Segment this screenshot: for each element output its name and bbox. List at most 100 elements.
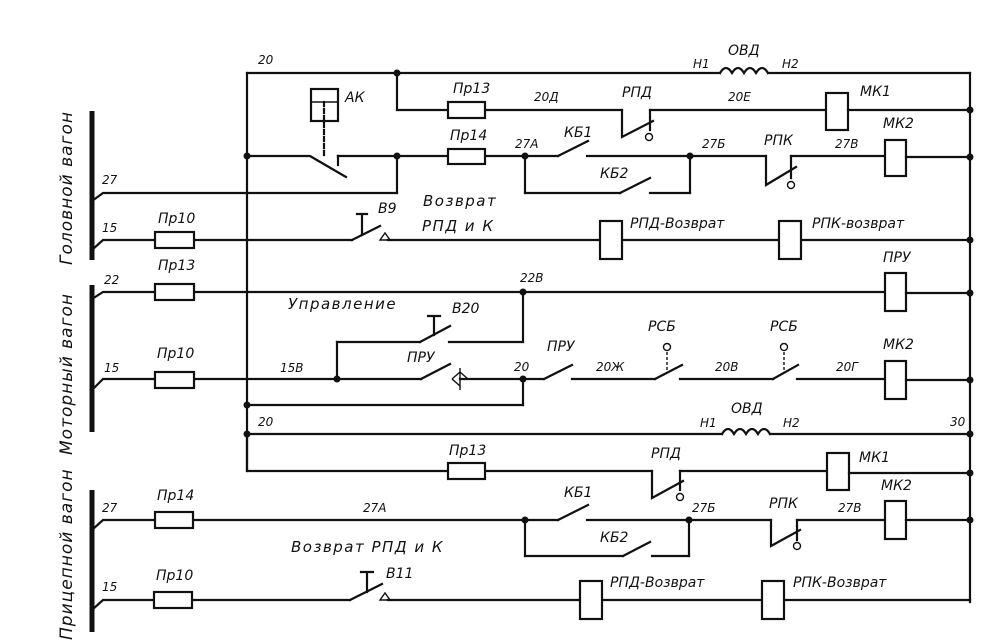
coil-rpd-return-head (598, 219, 624, 261)
coil-label-mk1-head: МК1 (860, 84, 891, 100)
coil-terminal-h1-head: Н1 (693, 57, 710, 71)
contact-rpk-trailer-indicator (792, 541, 802, 551)
coil-terminal-h1-motor: Н1 (700, 416, 717, 430)
fuse-label-pr10-motor: Пр10 (157, 346, 194, 362)
coil-mk2-motor (883, 359, 908, 401)
ovd-coil-motor (720, 427, 772, 437)
contact-pru-b (542, 363, 574, 381)
junction-dot (966, 430, 974, 438)
contact-rpd-head (620, 108, 655, 139)
fuse-pr13-motor (153, 282, 196, 302)
button-v9-plunger (355, 212, 369, 236)
ak-label: АК (344, 90, 366, 106)
wire-label-27b-head: 27Б (702, 137, 726, 151)
contact-rpk-trailer (769, 518, 802, 548)
wire-label-20v: 20В (715, 360, 739, 374)
fuse-label-pr13-head: Пр13 (453, 81, 490, 97)
wire-label-15-motor: 15 (104, 361, 119, 375)
coil-label-mk2-motor: МК2 (883, 337, 914, 353)
button-v9-contact (350, 224, 382, 242)
button-v20-plunger (426, 314, 442, 337)
note-return-head-line1: Возврат (423, 192, 497, 210)
junction-dot (966, 516, 974, 524)
wire-label-27a-trailer: 27А (363, 501, 386, 515)
button-v11-terminal (378, 591, 392, 601)
contact-label-rpd-head: РПД (622, 85, 652, 101)
wire-27-trailer (90, 518, 560, 532)
wire-label-20d: 20Д (534, 90, 559, 104)
note-return-trailer: Возврат РПД и К (291, 538, 444, 556)
fuse-pr10-head (153, 230, 196, 250)
contact-label-kb1-head: КБ1 (564, 125, 592, 141)
fuse-label-pr14-head: Пр14 (450, 128, 487, 144)
contact-label-rsb-1: РСБ (648, 319, 676, 335)
wire-label-15-head: 15 (102, 221, 117, 235)
wire-label-22: 22 (104, 273, 119, 287)
wire-15-motor (90, 377, 423, 392)
wire-label-15-trailer: 15 (102, 580, 117, 594)
note-return-head-line2: РПД и К (422, 217, 494, 235)
junction-dot (966, 376, 974, 384)
junction-dot (966, 289, 974, 297)
wire-label-20-motor: 20 (514, 360, 530, 374)
wire-label-20-top: 20 (258, 53, 274, 67)
wire-label-27v-trailer: 27В (838, 501, 862, 515)
wire-label-20zh: 20Ж (596, 360, 625, 374)
coil-label-ovd-head: ОВД (728, 43, 760, 59)
coil-label-mk2-head: МК2 (883, 116, 914, 132)
fuse-label-pr10-trailer: Пр10 (156, 568, 193, 584)
fuse-label-pr13-lower: Пр13 (449, 443, 486, 459)
fuse-label-pr10-head: Пр10 (158, 211, 195, 227)
button-label-v9: В9 (378, 201, 397, 217)
fuse-pr14-trailer (153, 510, 195, 530)
wire-label-27-trailer: 27 (102, 501, 118, 515)
wire-label-22v: 22В (520, 271, 544, 285)
contact-label-rsb-2: РСБ (770, 319, 798, 335)
junction-dot (243, 401, 251, 409)
fuse-pr10-motor (153, 370, 196, 390)
section-label-head-car: Головной вагон (57, 111, 77, 265)
contact-label-rpk-head: РПК (764, 133, 794, 149)
coil-label-rpd-return-trailer: РПД-Возврат (610, 575, 705, 591)
coil-label-rpk-return-head: РПК-возврат (812, 216, 905, 232)
contact-rsb-2 (771, 363, 800, 381)
contact-label-rpk-trailer: РПК (769, 496, 799, 512)
contact-label-kb2-trailer: КБ2 (600, 530, 629, 546)
wire-22 (90, 290, 887, 301)
junction-dot (966, 153, 974, 161)
fuse-pr13-head (446, 100, 487, 120)
coil-mk1-head (824, 91, 850, 132)
fuse-pr13-lower (446, 461, 487, 481)
contact-kb1-trailer (556, 503, 590, 522)
junction-dot (966, 106, 974, 114)
contact-rsb-1 (653, 363, 684, 381)
junction-dot (966, 236, 974, 244)
section-label-trailer-car: Прицепной вагон (57, 468, 77, 640)
button-v9-terminal (378, 231, 392, 241)
ovd-coil-head (718, 66, 770, 76)
junction-dot (966, 469, 974, 477)
button-label-v20: В20 (452, 301, 480, 317)
button-v11-plunger (359, 570, 375, 594)
contact-rpk-head-indicator (786, 180, 796, 190)
contact-label-pru-a: ПРУ (407, 350, 436, 366)
wire-label-20g: 20Г (836, 360, 859, 374)
wire-label-15v: 15В (280, 361, 304, 375)
wire-label-27a-head: 27А (515, 137, 538, 151)
contact-rpd-trailer (650, 469, 685, 500)
contact-ak (245, 154, 348, 179)
contact-label-kb1-trailer: КБ1 (564, 485, 592, 501)
wire-label-27b-trailer: 27Б (692, 501, 716, 515)
contact-label-pru-b: ПРУ (547, 339, 576, 355)
coil-label-rpk-return-trailer: РПК-Возврат (793, 575, 887, 591)
wire-label-20-lower: 20 (258, 415, 274, 429)
fuse-pr10-trailer (152, 590, 194, 610)
coil-terminal-h2-head: Н2 (782, 57, 799, 71)
coil-label-mk2-trailer: МК2 (881, 478, 912, 494)
button-label-v11: В11 (386, 566, 413, 582)
coil-label-pru: ПРУ (883, 250, 912, 266)
coil-terminal-h2-motor: Н2 (783, 416, 800, 430)
fuse-label-pr14-trailer: Пр14 (157, 488, 194, 504)
coil-rpk-return-trailer (760, 579, 786, 621)
